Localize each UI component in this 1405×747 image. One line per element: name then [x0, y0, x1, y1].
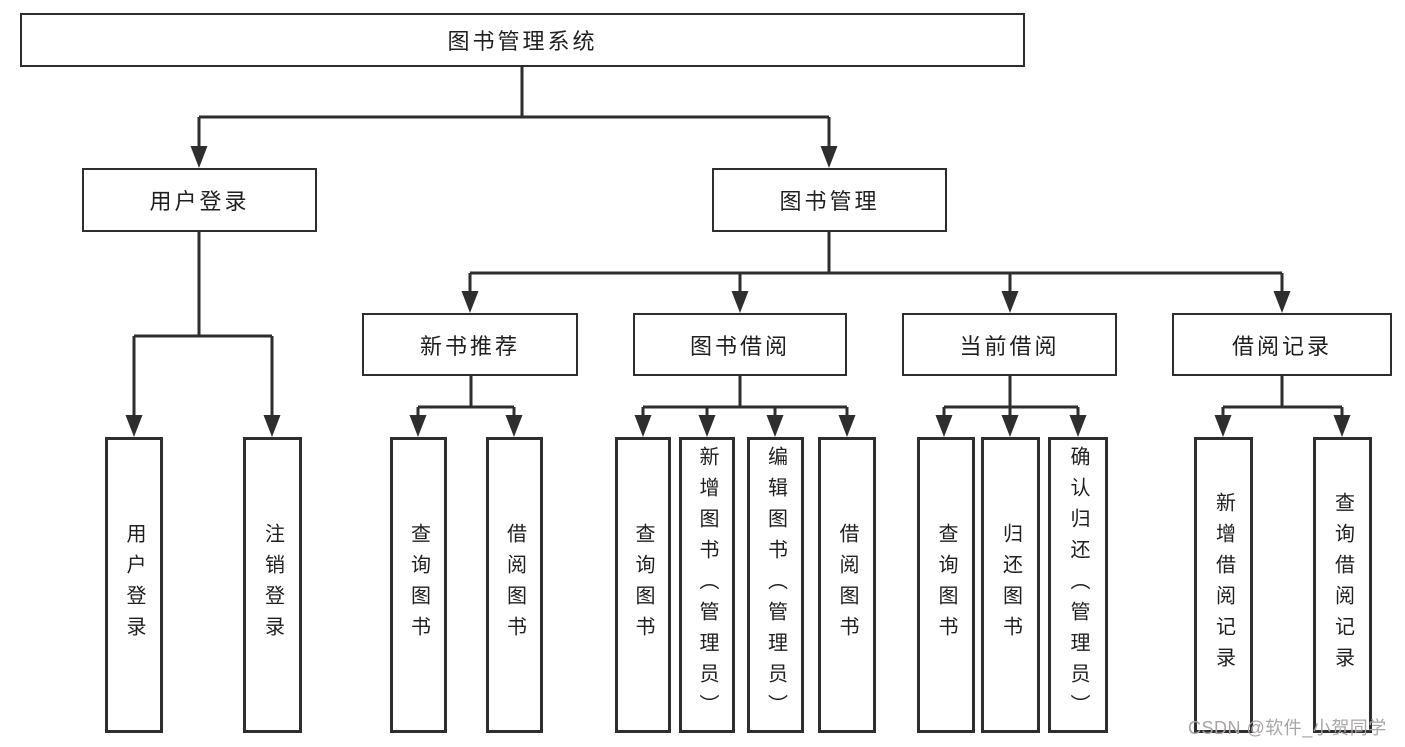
arrowhead-icon — [461, 291, 479, 313]
arrowhead-icon — [698, 415, 716, 437]
arrowhead-icon — [838, 415, 856, 437]
connectors — [132, 67, 1344, 418]
arrowhead-icon — [125, 415, 143, 437]
node-label: 归还图书 — [999, 523, 1022, 647]
leaf-query-borrow-record: 查询借阅记录 — [1313, 437, 1372, 733]
arrowhead-icon — [1001, 415, 1019, 437]
node-label: 借阅图书 — [836, 523, 858, 647]
arrowhead-icon — [1001, 291, 1019, 313]
leaf-query-books: 查询图书 — [917, 437, 975, 733]
node-label: 编辑图书（管理员） — [764, 445, 787, 725]
node-user-login: 用户登录 — [82, 168, 317, 232]
node-label: 借阅记录 — [1231, 333, 1332, 359]
leaf-borrow-books: 借阅图书 — [486, 437, 543, 733]
node-label: 图书管理系统 — [447, 29, 598, 54]
leaf-add-borrow-record: 新增借阅记录 — [1194, 437, 1253, 733]
connector-path — [134, 67, 1342, 409]
node-borrow-records: 借阅记录 — [1172, 313, 1392, 376]
node-new-book-recommend: 新书推荐 — [362, 313, 578, 376]
node-label: 注销登录 — [261, 523, 284, 647]
node-label: 图书借阅 — [689, 333, 790, 359]
node-label: 查询图书 — [407, 523, 430, 647]
arrowhead-icon — [263, 415, 281, 437]
node-label: 确认归还（管理员） — [1067, 445, 1089, 725]
arrowhead-icon — [409, 415, 427, 437]
arrowhead-icon — [634, 415, 652, 437]
arrowhead-icon — [1069, 415, 1087, 437]
node-label: 查询图书 — [935, 523, 957, 647]
node-label: 新书推荐 — [419, 333, 520, 359]
node-label: 新增图书（管理员） — [696, 445, 718, 725]
arrowhead-icon — [820, 146, 838, 168]
arrow-stems — [132, 117, 1344, 418]
leaf-user-login: 用户登录 — [105, 437, 163, 733]
arrowhead-icon — [190, 146, 208, 168]
leaf-add-books-admin: 新增图书（管理员） — [679, 437, 735, 733]
node-label: 查询借阅记录 — [1331, 492, 1354, 678]
node-label: 查询图书 — [632, 523, 654, 647]
node-label: 用户登录 — [123, 523, 145, 647]
arrowhead-icon — [731, 291, 749, 313]
arrowheads — [125, 146, 1351, 437]
watermark: CSDN @软件_小贺同学 — [1188, 718, 1387, 738]
arrowhead-icon — [1333, 415, 1351, 437]
leaf-return-books: 归还图书 — [981, 437, 1040, 733]
arrowhead-icon — [1214, 415, 1232, 437]
leaf-edit-books-admin: 编辑图书（管理员） — [747, 437, 804, 733]
leaf-logout: 注销登录 — [243, 437, 302, 733]
node-root: 图书管理系统 — [20, 13, 1025, 67]
arrowhead-icon — [505, 415, 523, 437]
arrowhead-icon — [766, 415, 784, 437]
node-book-borrow: 图书借阅 — [633, 313, 847, 376]
arrowhead-icon — [1273, 291, 1291, 313]
node-label: 图书管理 — [779, 189, 880, 214]
node-current-borrow: 当前借阅 — [902, 313, 1117, 376]
leaf-confirm-return-admin: 确认归还（管理员） — [1048, 437, 1108, 733]
node-label: 用户登录 — [149, 189, 250, 214]
leaf-query-books: 查询图书 — [615, 437, 671, 733]
node-label: 借阅图书 — [503, 523, 526, 647]
node-book-management: 图书管理 — [712, 168, 947, 232]
node-label: 当前借阅 — [959, 333, 1060, 359]
leaf-query-books: 查询图书 — [390, 437, 447, 733]
node-label: 新增借阅记录 — [1212, 492, 1235, 678]
leaf-borrow-books: 借阅图书 — [818, 437, 876, 733]
arrowhead-icon — [935, 415, 953, 437]
